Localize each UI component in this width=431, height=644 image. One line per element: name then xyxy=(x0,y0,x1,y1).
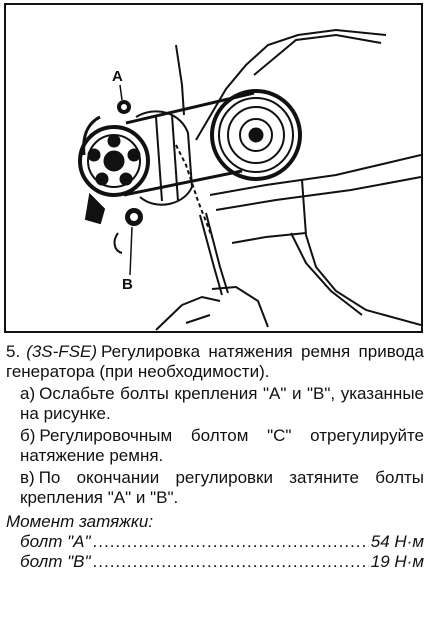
drive-pulley xyxy=(210,89,302,181)
step-title: Регулировка натяжения ремня привода гене… xyxy=(6,342,424,381)
substep-letter: а) xyxy=(20,384,36,403)
substep-letter: б) xyxy=(20,426,36,445)
substep-b: б)Регулировочным болтом "С" отрегулируйт… xyxy=(20,426,424,466)
engine-model: (3S-FSE) xyxy=(26,342,98,361)
torque-bolt-name: болт "В" xyxy=(20,552,91,571)
alternator-body xyxy=(84,110,194,254)
wrench-icon xyxy=(155,212,269,331)
torque-value: 19 Н·м xyxy=(370,552,424,571)
substep-text: Регулировочным болтом "С" отрегулируйте … xyxy=(20,426,424,465)
substep-c: в)По окончании регулировки затяните болт… xyxy=(20,468,424,508)
substep-text: Ослабьте болты крепления "А" и "В", указ… xyxy=(20,384,424,423)
alternator-pulley xyxy=(78,125,150,197)
torque-title: Момент затяжки: xyxy=(6,512,154,531)
torque-value: 54 Н·м xyxy=(370,532,424,551)
dot-leader: ........................................… xyxy=(92,552,369,571)
substep-a: а)Ослабьте болты крепления "А" и "В", ук… xyxy=(20,384,424,424)
torque-row-bolt-b: болт "В" ...............................… xyxy=(20,552,424,572)
dot-leader: ........................................… xyxy=(92,532,369,551)
torque-row-bolt-a: болт "А" ...............................… xyxy=(20,532,424,552)
substep-text: По окончании регулировки затяните болты … xyxy=(20,468,424,507)
callout-a-label: A xyxy=(112,68,123,85)
step-heading: 5. (3S-FSE)Регулировка натяжения ремня пр… xyxy=(6,342,424,382)
substep-letter: в) xyxy=(20,468,35,487)
alternator-belt-illustration xyxy=(78,28,421,331)
instruction-text: 5. (3S-FSE)Регулировка натяжения ремня пр… xyxy=(6,342,424,572)
bolt-a-icon xyxy=(117,100,131,114)
figure-frame: A B xyxy=(4,3,423,333)
step-number: 5. xyxy=(6,342,21,361)
callout-b-label: B xyxy=(122,276,133,293)
bolt-b-icon xyxy=(125,208,143,226)
torque-bolt-name: болт "А" xyxy=(20,532,91,551)
